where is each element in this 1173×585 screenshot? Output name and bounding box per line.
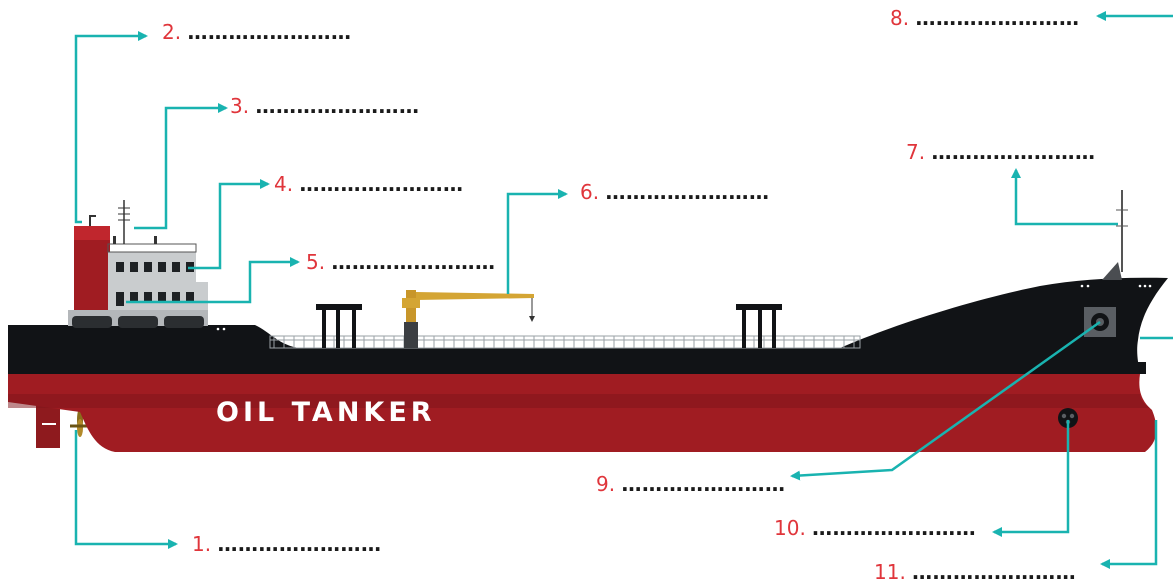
answer-blank: ……………………	[187, 20, 352, 44]
label-number: 6.	[580, 180, 600, 204]
label-number: 10.	[774, 516, 806, 540]
label-number: 4.	[274, 172, 294, 196]
label-10: 10. ……………………	[774, 516, 976, 540]
ship-name-text: OIL TANKER	[216, 397, 436, 428]
leader-6	[506, 189, 568, 294]
label-number: 1.	[192, 532, 212, 556]
leader-1	[74, 430, 178, 549]
label-number: 9.	[596, 472, 616, 496]
answer-blank: ……………………	[912, 560, 1077, 584]
answer-blank: ……………………	[915, 6, 1080, 30]
leader-7	[1011, 168, 1118, 226]
label-number: 2.	[162, 20, 182, 44]
manifold-platform-fwd	[736, 304, 782, 348]
hull-black	[8, 277, 1168, 374]
leader-2	[74, 31, 148, 224]
answer-blank: ……………………	[605, 180, 770, 204]
label-4: 4. ……………………	[274, 172, 463, 196]
label-7: 7. ……………………	[906, 140, 1095, 164]
label-6: 6. ……………………	[580, 180, 769, 204]
leader-5	[126, 257, 300, 304]
answer-blank: ……………………	[812, 516, 977, 540]
answer-blank: ……………………	[931, 140, 1096, 164]
answer-blank: ……………………	[299, 172, 464, 196]
leader-3	[134, 103, 228, 230]
hull-red	[8, 374, 1157, 452]
answer-blank: ……………………	[255, 94, 420, 118]
ship-illustration	[8, 190, 1168, 452]
label-2: 2. ……………………	[162, 20, 351, 44]
answer-blank: ……………………	[331, 250, 496, 274]
label-11: 11. ……………………	[874, 560, 1076, 584]
label-number: 3.	[230, 94, 250, 118]
leader-4	[188, 179, 270, 270]
deck-crane	[402, 290, 535, 348]
leader-11	[1100, 420, 1158, 569]
label-number: 8.	[890, 6, 910, 30]
leader-9	[790, 320, 1101, 481]
label-9: 9. ……………………	[596, 472, 785, 496]
answer-blank: ……………………	[621, 472, 786, 496]
label-8: 8. ……………………	[890, 6, 1079, 30]
manifold-platform-aft	[316, 304, 362, 348]
label-number: 5.	[306, 250, 326, 274]
leader-10	[992, 420, 1070, 537]
label-1: 1. ……………………	[192, 532, 381, 556]
label-number: 7.	[906, 140, 926, 164]
leader-lines	[74, 11, 1173, 569]
label-5: 5. ……………………	[306, 250, 495, 274]
label-number: 11.	[874, 560, 906, 584]
answer-blank: ……………………	[217, 532, 382, 556]
label-3: 3. ……………………	[230, 94, 419, 118]
